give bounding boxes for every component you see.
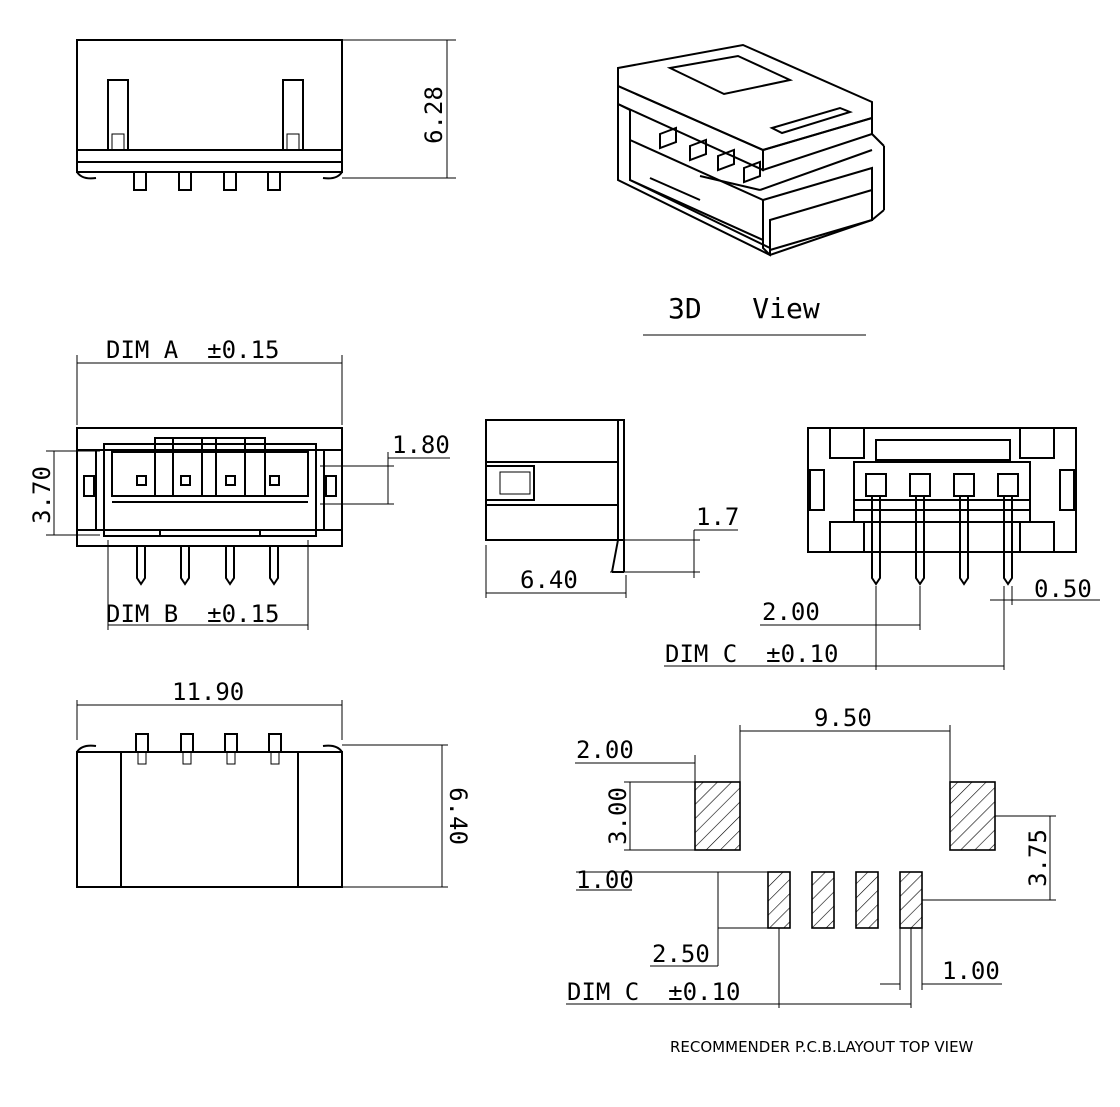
dim-a-label: DIM A ±0.15 bbox=[106, 336, 279, 364]
dim-c-front: DIM C ±0.10 bbox=[665, 640, 838, 668]
pcb-dim-250: 2.50 bbox=[652, 940, 710, 968]
front-view: DIM A ±0.15 3.70 1.80 bbox=[28, 336, 450, 630]
pcb-pad-right bbox=[949, 781, 996, 851]
rear-view: 2.00 0.50 DIM C ±0.10 bbox=[664, 427, 1100, 670]
side-view-top: 6.28 bbox=[76, 39, 456, 191]
pcb-layout: 9.50 2.00 3.00 3.75 1.00 2.50 1.00 DIM C… bbox=[566, 704, 1056, 1008]
side-view-bottom: 11.90 6.40 bbox=[76, 678, 472, 888]
pcb-pad-4 bbox=[899, 871, 923, 929]
dim-height-side: 6.28 bbox=[420, 86, 448, 144]
dim-b-label: DIM B ±0.15 bbox=[106, 600, 279, 628]
dim-17: 1.7 bbox=[696, 503, 739, 531]
view-3d-label: 3D View bbox=[668, 292, 820, 325]
dim-200-pitch: 2.00 bbox=[762, 598, 820, 626]
dim-1190: 11.90 bbox=[172, 678, 244, 706]
pcb-pad-1 bbox=[767, 871, 791, 929]
pcb-dim-100-b: 1.00 bbox=[942, 957, 1000, 985]
pcb-dim-300: 3.00 bbox=[604, 787, 632, 845]
dim-640-height: 6.40 bbox=[444, 787, 472, 845]
pcb-dim-950: 9.50 bbox=[814, 704, 872, 732]
pcb-dim-100-a: 1.00 bbox=[576, 866, 634, 894]
pcb-dim-c: DIM C ±0.10 bbox=[567, 978, 740, 1006]
dim-050: 0.50 bbox=[1034, 575, 1092, 603]
pcb-caption: RECOMMENDER P.C.B.LAYOUT TOP VIEW bbox=[670, 1038, 974, 1056]
pcb-pad-3 bbox=[855, 871, 879, 929]
dim-180: 1.80 bbox=[392, 431, 450, 459]
dim-370: 3.70 bbox=[28, 466, 56, 524]
pcb-pad-left bbox=[694, 781, 741, 851]
pcb-dim-375: 3.75 bbox=[1024, 829, 1052, 887]
side-view-center: 1.7 6.40 bbox=[485, 419, 739, 598]
pcb-dim-200: 2.00 bbox=[576, 736, 634, 764]
dim-640-side: 6.40 bbox=[520, 566, 578, 594]
iso-view-3d bbox=[617, 43, 885, 257]
pcb-pad-2 bbox=[811, 871, 835, 929]
